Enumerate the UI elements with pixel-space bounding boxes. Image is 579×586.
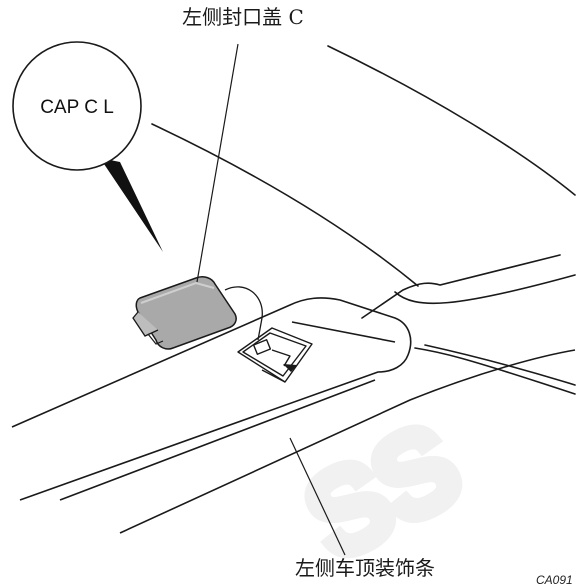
cap-leader-line xyxy=(196,43,239,283)
figure-code: CA091 xyxy=(536,573,573,586)
clip-arrow-icon xyxy=(283,364,297,372)
callout-part-code: CAP C L xyxy=(40,97,114,118)
cap-tether xyxy=(224,286,263,341)
watermark-text: ss xyxy=(271,371,482,586)
clip-opening xyxy=(237,327,313,383)
callout-pointer xyxy=(100,158,163,252)
callout-circle xyxy=(12,41,142,171)
label-roof-side-garnish-left: 左侧车顶装饰条 xyxy=(295,556,435,580)
garnish-leader-line xyxy=(289,437,346,556)
label-cap-c-left: 左侧封口盖 C xyxy=(182,5,304,29)
cap-c-left-part xyxy=(132,276,237,350)
roof-panel-lines xyxy=(151,45,576,395)
roof-side-garnish xyxy=(11,297,576,534)
